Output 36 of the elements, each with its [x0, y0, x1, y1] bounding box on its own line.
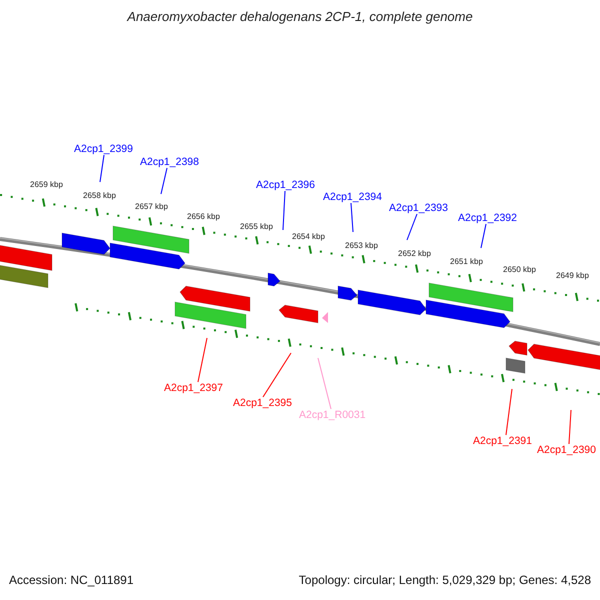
- leader-line: [318, 358, 332, 410]
- leader-line: [568, 410, 572, 444]
- gene-label: A2cp1_2395: [233, 397, 292, 410]
- scale-label: 2659 kbp: [30, 180, 63, 190]
- gene-label: A2cp1_2398: [140, 156, 199, 168]
- gene-label: A2cp1_2394: [323, 191, 382, 204]
- scale-label: 2650 kbp: [503, 265, 536, 274]
- leader-line: [160, 168, 168, 194]
- scale-label: 2649 kbp: [556, 271, 589, 280]
- genome-info-text: Topology: circular; Length: 5,029,329 bp; Genes: 4,528: [298, 574, 591, 588]
- gene-label: A2cp1_R0031: [299, 409, 366, 422]
- gene-label: A2cp1_2391: [473, 435, 532, 448]
- leader-line: [100, 154, 104, 182]
- gene-label: A2cp1_2397: [164, 382, 223, 394]
- scale-label: 2657 kbp: [135, 202, 168, 212]
- accession-text: Accession: NC_011891: [9, 574, 134, 588]
- gene-label: A2cp1_2390: [537, 444, 596, 456]
- diagram-title: Anaeromyxobacter dehalogenans 2CP-1, complete genome: [126, 10, 474, 25]
- gene-label: A2cp1_2393: [389, 202, 448, 214]
- scale-label: 2655 kbp: [240, 222, 273, 232]
- scale-label: 2651 kbp: [450, 257, 483, 266]
- leader-line: [350, 202, 354, 232]
- leader-line: [506, 388, 512, 436]
- scale-label: 2652 kbp: [398, 249, 431, 258]
- leader-line: [198, 338, 208, 382]
- scale-label: 2653 kbp: [345, 241, 378, 250]
- leader-line: [406, 214, 418, 240]
- scale-label: 2658 kbp: [83, 191, 116, 200]
- leader-line: [282, 190, 286, 230]
- leader-line: [262, 352, 292, 398]
- scale-label: 2654 kbp: [292, 232, 325, 242]
- scale-label: 2656 kbp: [187, 212, 220, 222]
- gene-label: A2cp1_2392: [458, 212, 517, 224]
- gene-label: A2cp1_2396: [256, 179, 315, 192]
- gene-label: A2cp1_2399: [74, 143, 133, 156]
- leader-line: [480, 224, 486, 248]
